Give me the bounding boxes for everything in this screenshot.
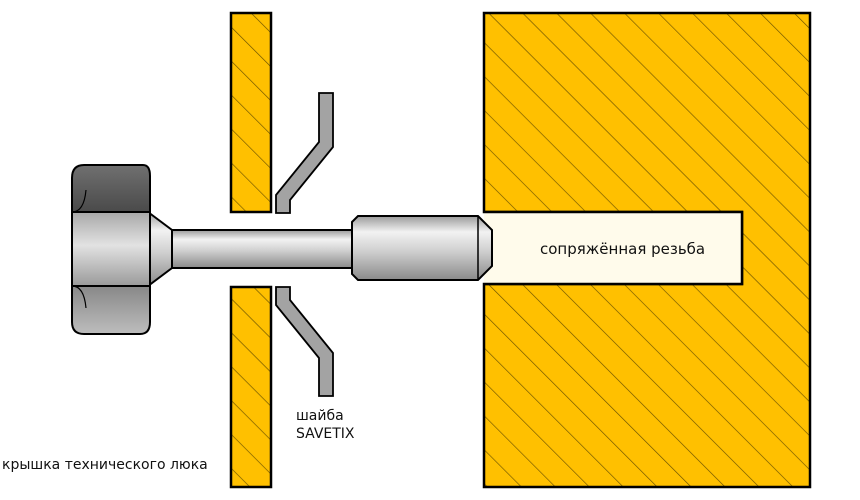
washer-label-line2: SAVETIX bbox=[296, 426, 355, 442]
mating-part bbox=[482, 11, 812, 489]
bolt-shank bbox=[167, 229, 361, 269]
mated-thread-label: сопряжённая резьба bbox=[540, 240, 706, 258]
cover-plate-lower bbox=[229, 285, 273, 489]
bolt-threaded-end bbox=[351, 215, 493, 281]
cover-plate-upper bbox=[229, 11, 273, 214]
hatch-cover-label: крышка технического люка bbox=[2, 457, 208, 473]
savetix-washer bbox=[275, 92, 334, 397]
washer-upper-arm bbox=[275, 92, 334, 214]
washer-label: шайба SAVETIX bbox=[296, 407, 355, 443]
washer-label-line1: шайба bbox=[296, 408, 344, 424]
mated-thread-cavity bbox=[484, 212, 742, 284]
hatch-cover-plate bbox=[229, 11, 273, 489]
washer-lower-arm bbox=[275, 286, 334, 397]
bolt-head bbox=[71, 164, 151, 335]
bolt bbox=[71, 164, 493, 335]
bolt-neck bbox=[147, 210, 173, 288]
